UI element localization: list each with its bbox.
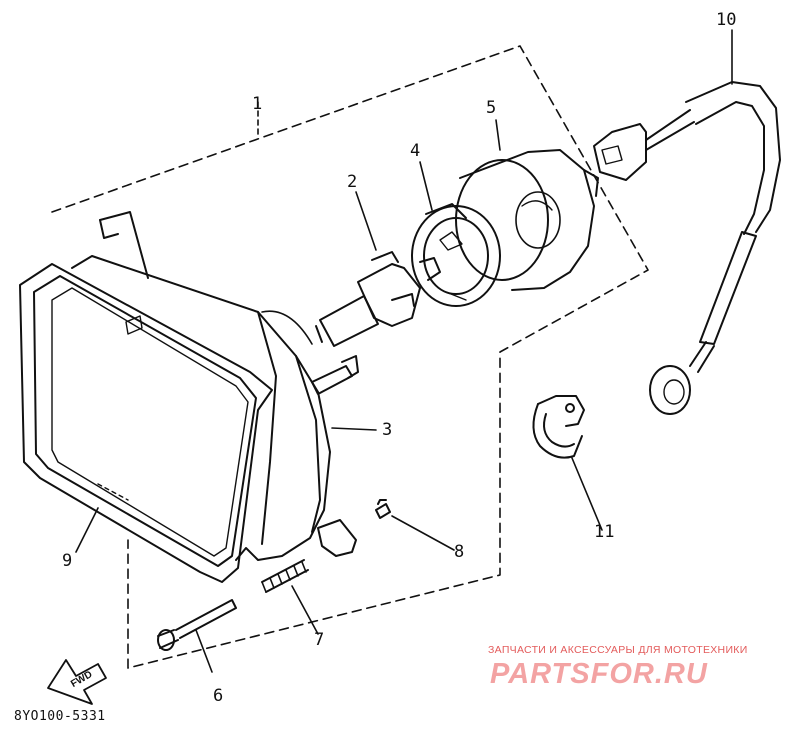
bulb-cover-part: [455, 149, 599, 291]
bolt-part: [157, 599, 237, 651]
assembly-boundary-dashed: [51, 45, 649, 669]
leader-lines: [75, 29, 733, 673]
spring-part: [261, 559, 309, 593]
callout-9: 9: [62, 551, 73, 571]
callout-5: 5: [486, 98, 497, 118]
bulb-part: [315, 251, 441, 347]
fwd-arrow-icon: [47, 659, 107, 705]
callout-4: 4: [410, 141, 421, 161]
watermark-caption: ЗАПЧАСТИ И АКСЕССУАРЫ ДЛЯ МОТОТЕХНИКИ: [488, 644, 748, 656]
clamp-part: [532, 395, 585, 459]
screw-part: [375, 499, 391, 519]
wire-harness-part: [593, 81, 781, 415]
callout-10: 10: [716, 10, 737, 30]
callout-11: 11: [594, 522, 615, 542]
callout-8: 8: [454, 542, 465, 562]
drawing-code: 8YO100-5331: [14, 709, 106, 724]
callout-3: 3: [382, 420, 393, 440]
headlight-rim-part: [19, 263, 273, 583]
headlight-housing-part: [71, 211, 359, 561]
watermark-logo: PARTSFOR.RU: [490, 658, 708, 690]
callout-6: 6: [213, 686, 224, 706]
callout-2: 2: [347, 172, 358, 192]
callout-1: 1: [252, 94, 263, 114]
callout-7: 7: [314, 630, 325, 650]
